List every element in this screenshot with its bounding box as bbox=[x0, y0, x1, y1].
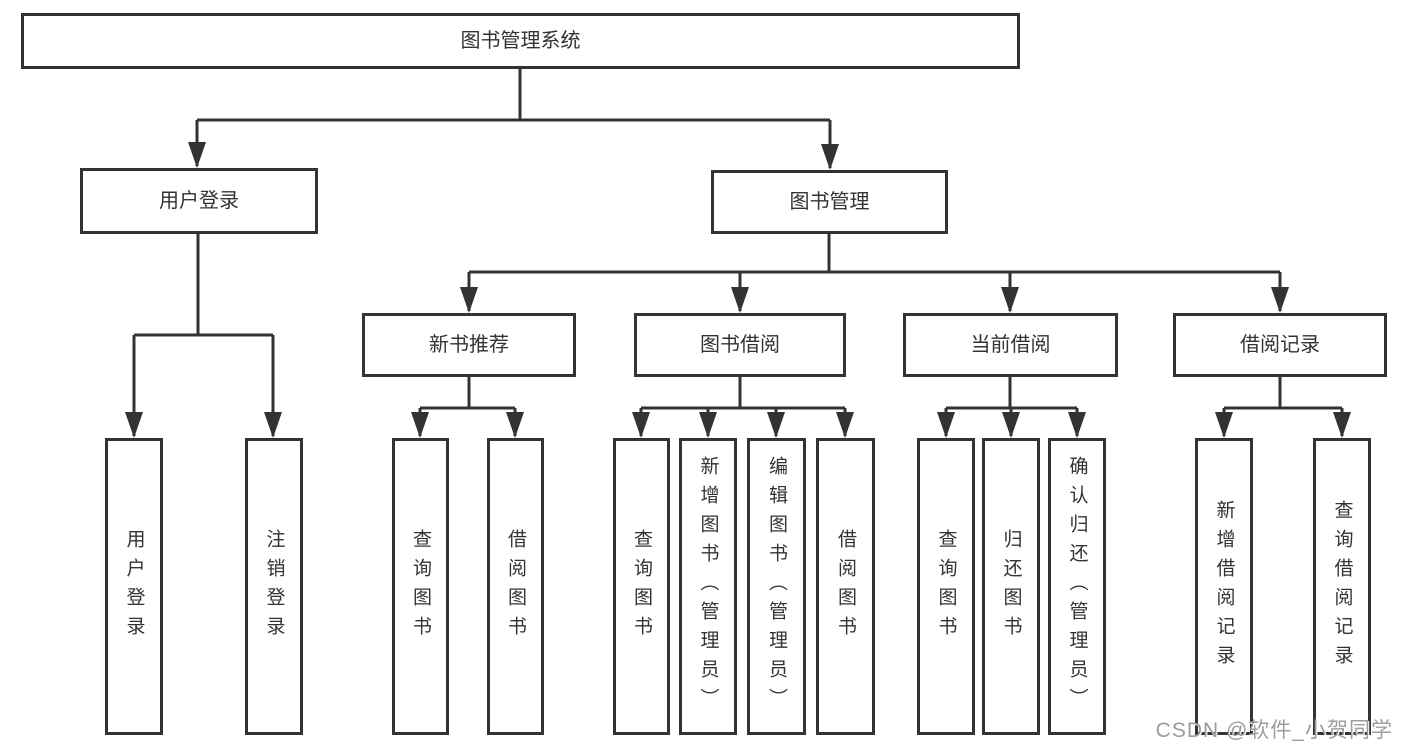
leaf-record-add-borrow-record: 新增借阅记录 bbox=[1195, 438, 1253, 735]
leaf-user-login: 用户登录 bbox=[105, 438, 163, 735]
node-book-borrow: 图书借阅 bbox=[634, 313, 846, 377]
node-borrow-record: 借阅记录 bbox=[1173, 313, 1387, 377]
leaf-newbook-query-books: 查询图书 bbox=[392, 438, 449, 735]
leaf-borrow-query-books: 查询图书 bbox=[613, 438, 670, 735]
leaf-current-confirm-return-admin: 确认归还（管理员） bbox=[1048, 438, 1106, 735]
leaf-current-query-books: 查询图书 bbox=[917, 438, 975, 735]
node-book-management: 图书管理 bbox=[711, 170, 948, 234]
leaf-borrow-edit-books-admin: 编辑图书（管理员） bbox=[747, 438, 806, 735]
leaf-record-query-borrow-record: 查询借阅记录 bbox=[1313, 438, 1371, 735]
arrowheads bbox=[125, 142, 1351, 438]
leaf-newbook-borrow-books: 借阅图书 bbox=[487, 438, 544, 735]
leaf-logout: 注销登录 bbox=[245, 438, 303, 735]
leaf-borrow-add-books-admin: 新增图书（管理员） bbox=[679, 438, 737, 735]
csdn-watermark: CSDN @软件_小贺同学 bbox=[1155, 719, 1393, 742]
node-root: 图书管理系统 bbox=[21, 13, 1020, 69]
node-new-book-recommend: 新书推荐 bbox=[362, 313, 576, 377]
node-current-borrow: 当前借阅 bbox=[903, 313, 1118, 377]
node-user-login: 用户登录 bbox=[80, 168, 318, 234]
leaf-current-return-books: 归还图书 bbox=[982, 438, 1040, 735]
leaf-borrow-borrow-books: 借阅图书 bbox=[816, 438, 875, 735]
